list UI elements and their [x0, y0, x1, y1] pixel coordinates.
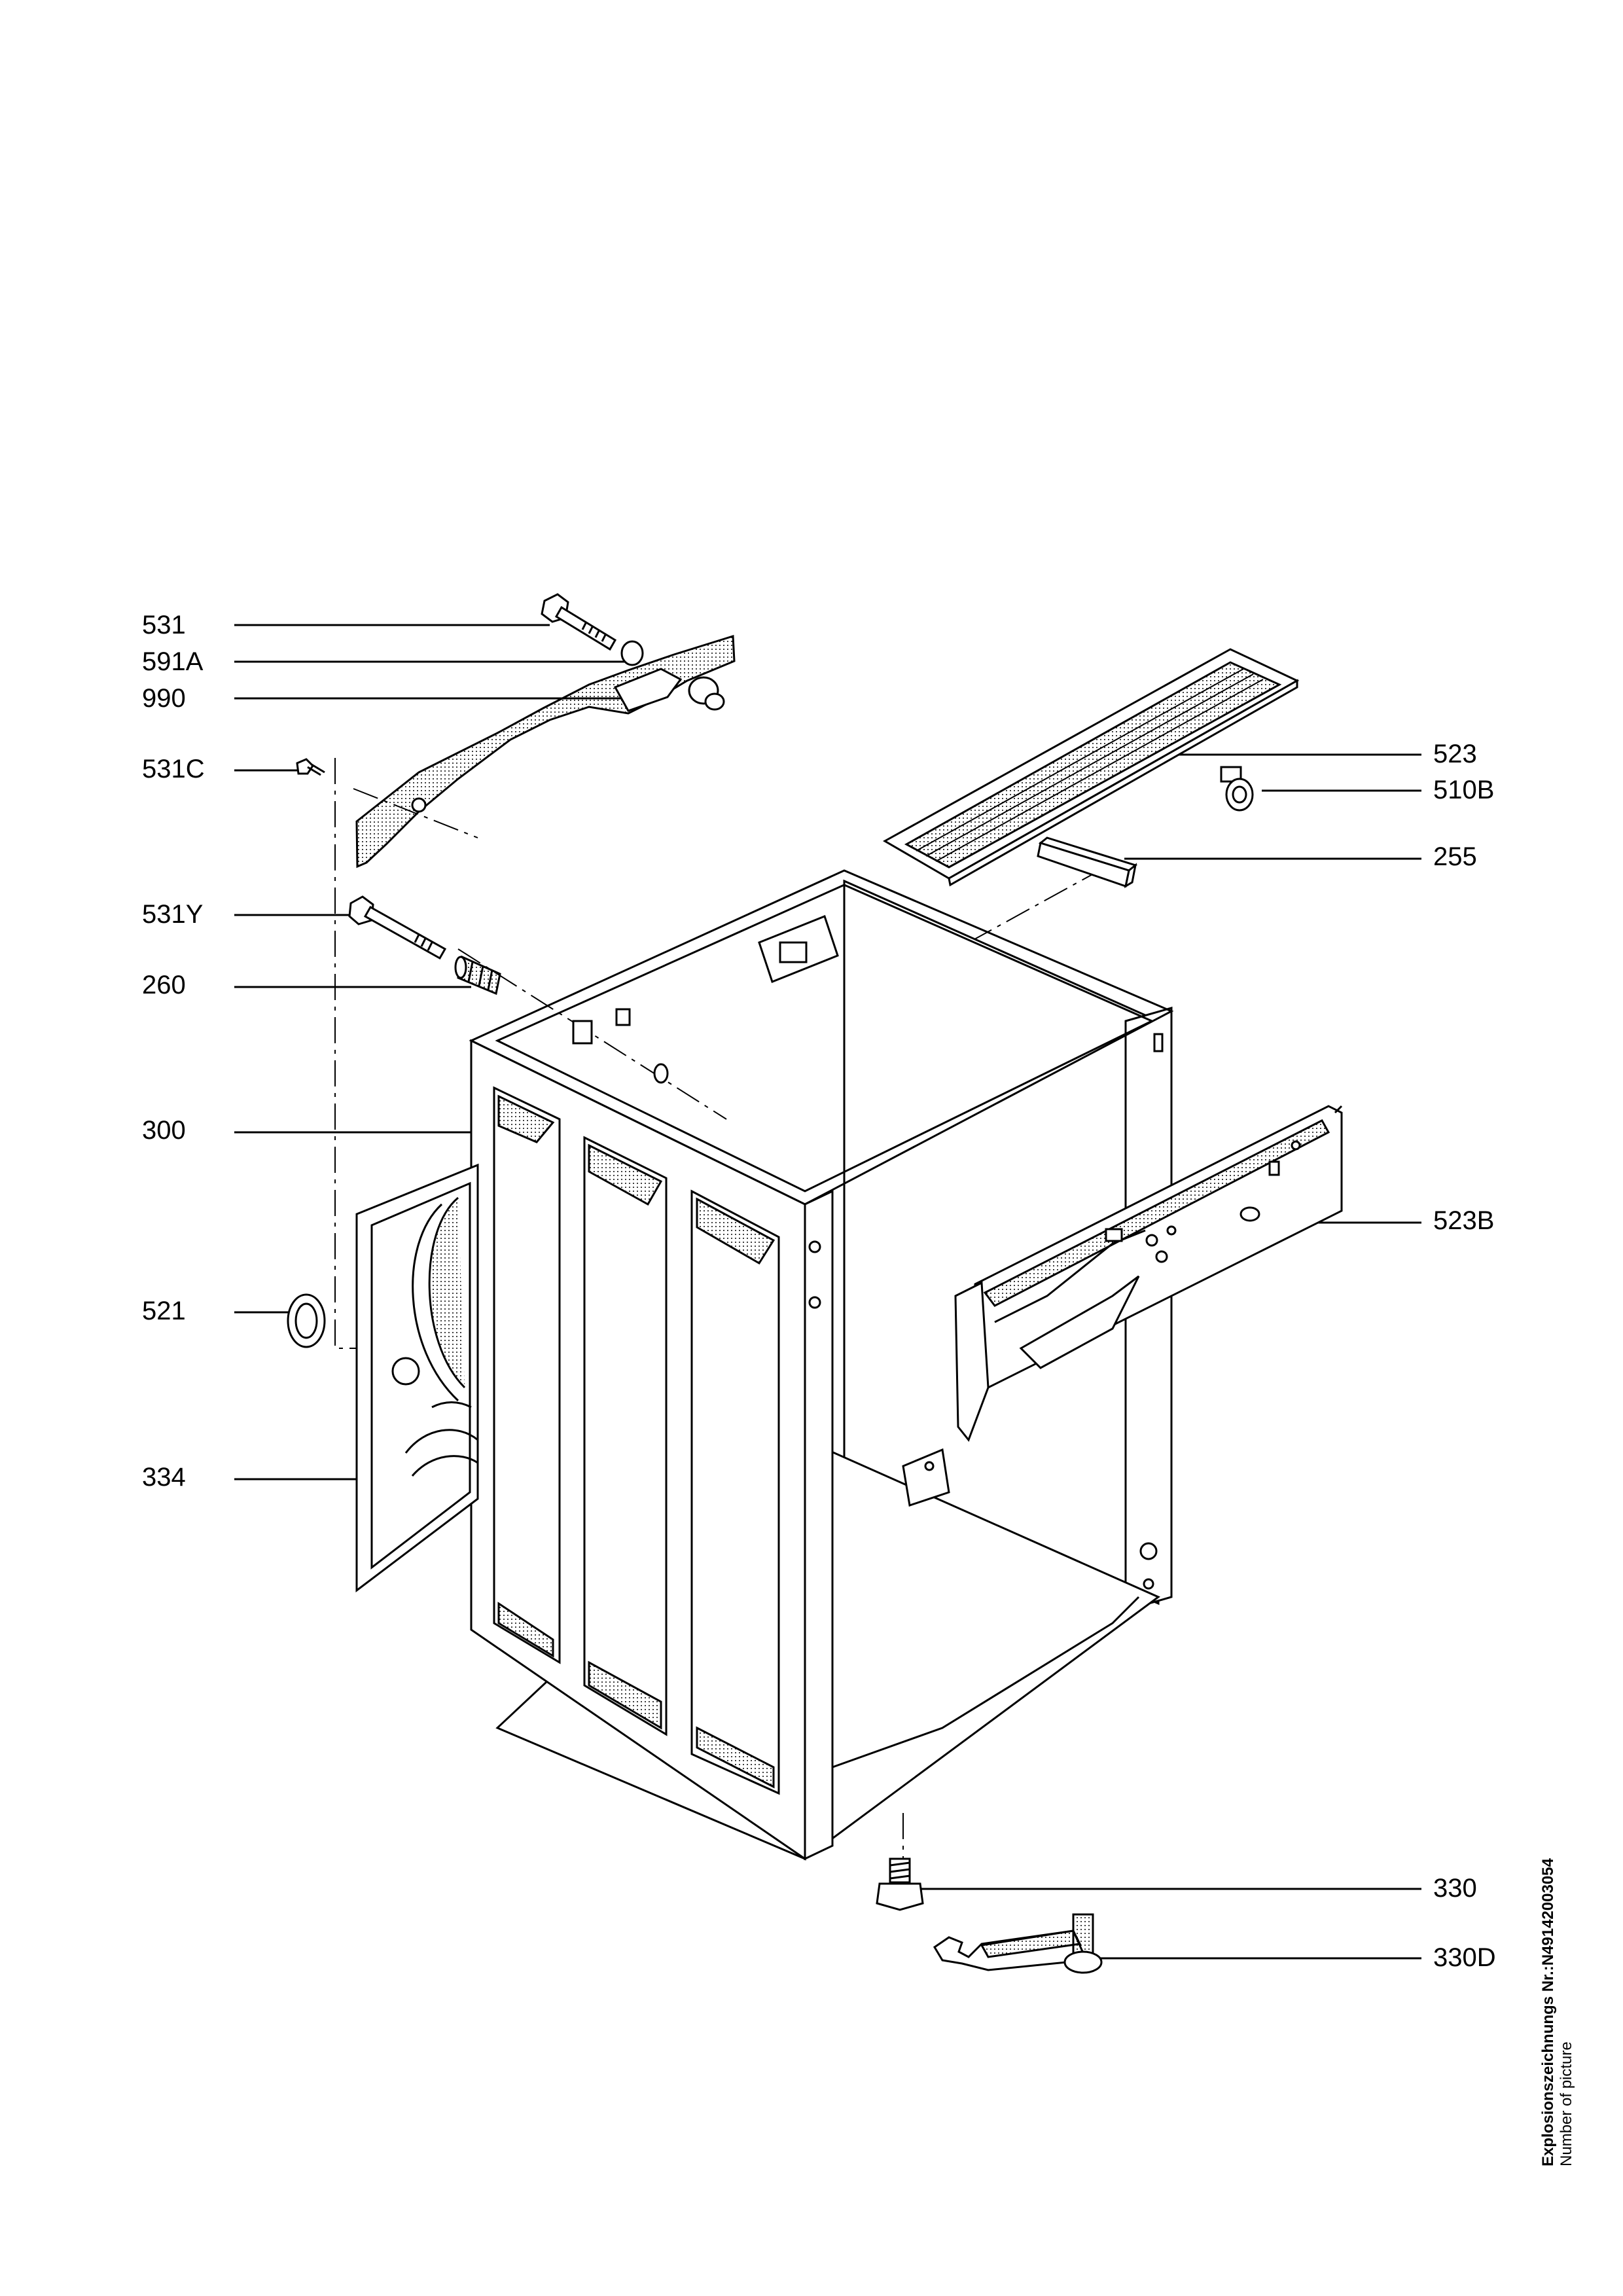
top-rail-523	[882, 648, 1300, 887]
callout-label-334: 334	[142, 1463, 186, 1492]
callout-label-260: 260	[142, 971, 186, 999]
grommet-521	[287, 1293, 326, 1348]
callout-label-510b: 510B	[1433, 776, 1494, 804]
callout-label-531c: 531C	[142, 755, 205, 783]
screw-531c	[296, 758, 325, 776]
callout-label-330d: 330D	[1433, 1943, 1496, 1972]
foot-screw-330	[876, 1857, 924, 1911]
clip-510b	[1220, 766, 1254, 812]
callout-label-300: 300	[142, 1116, 186, 1145]
bolt-531y	[348, 895, 447, 960]
wrench-330d	[933, 1913, 1103, 1974]
bar-255	[1037, 836, 1138, 889]
callout-label-521: 521	[142, 1297, 186, 1325]
bolt-531	[541, 593, 617, 651]
assembly-axis-bolt	[457, 948, 727, 1120]
drawing-number-title: Explosionszeichnungs Nr.:N4914200305​4	[1539, 1858, 1557, 2166]
bracket-990	[355, 634, 736, 869]
callout-label-591a: 591A	[142, 647, 204, 676]
cabinet-300	[469, 869, 1174, 1861]
spacer-260	[454, 955, 501, 996]
washer-591a	[620, 640, 644, 666]
callout-label-523b: 523B	[1433, 1206, 1494, 1235]
assembly-axis-rail	[968, 870, 1100, 943]
leader-lines	[234, 624, 1421, 1960]
callout-label-523: 523	[1433, 740, 1477, 768]
callout-label-531: 531	[142, 611, 186, 639]
front-rail-523b	[954, 1105, 1343, 1442]
drawing-number-subtitle: Number of picture	[1558, 2041, 1575, 2166]
callout-label-255: 255	[1433, 842, 1477, 871]
callout-label-990: 990	[142, 684, 186, 713]
rear-panel-334	[355, 1163, 479, 1593]
callout-label-531y: 531Y	[142, 900, 203, 929]
callout-label-330: 330	[1433, 1874, 1477, 1903]
